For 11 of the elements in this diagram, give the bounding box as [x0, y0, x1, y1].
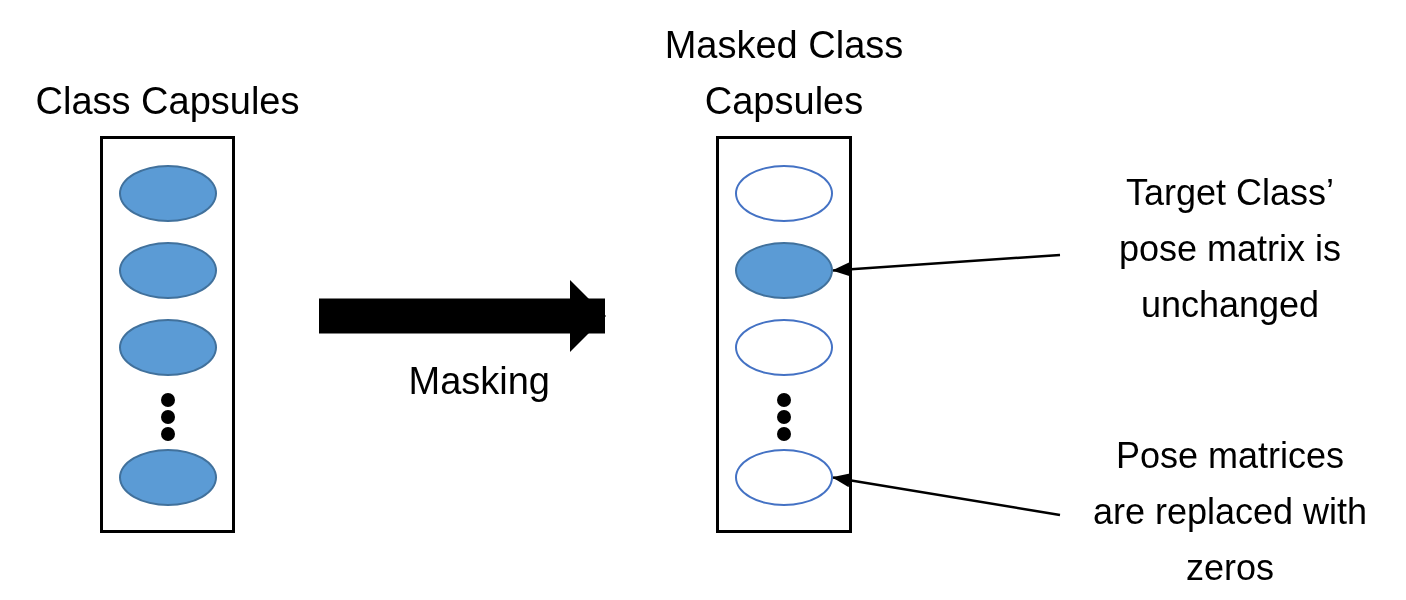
empty-capsule-ellipse	[735, 165, 833, 222]
column-heading: Masked Class Capsules	[663, 23, 905, 124]
annotation-text: Target Class’ pose matrix is unchanged	[1060, 165, 1400, 335]
empty-capsule-ellipse	[735, 449, 833, 506]
column-heading: Class Capsules	[34, 79, 301, 124]
leader-arrow	[832, 253, 1061, 277]
block-arrow	[319, 280, 606, 352]
annotation-text: Pose matrices are replaced with zeros	[1060, 428, 1400, 598]
edge-label: Masking	[408, 360, 550, 403]
empty-capsule-ellipse	[735, 319, 833, 376]
leader-arrow	[832, 473, 1061, 517]
